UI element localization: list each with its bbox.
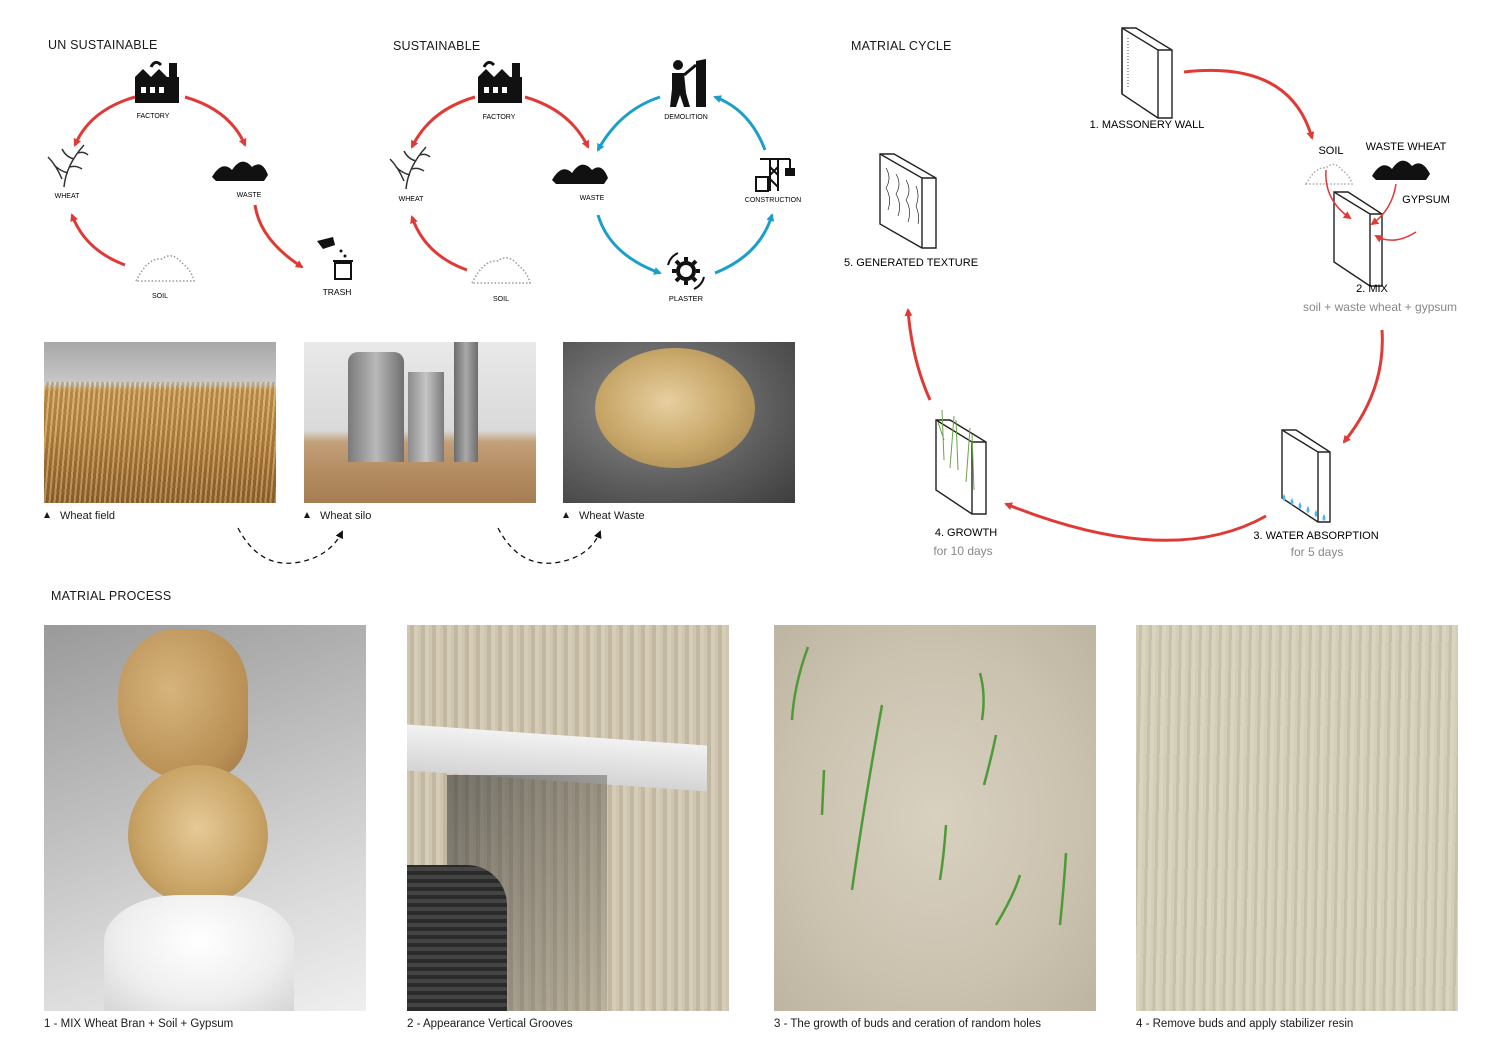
waste-icon bbox=[212, 161, 268, 181]
arrow-growth-to-texture bbox=[904, 308, 932, 401]
factory-icon bbox=[478, 60, 522, 103]
material-cycle-title: MATRIAL CYCLE bbox=[851, 39, 952, 53]
arrow-gypsum-in bbox=[1374, 231, 1417, 243]
arrow-factory-to-waste bbox=[184, 95, 247, 147]
gypsum-label: GYPSUM bbox=[1402, 194, 1450, 206]
arrow-wheat-in bbox=[1370, 183, 1397, 226]
triangle-icon bbox=[563, 512, 569, 518]
process-growth-photo bbox=[774, 625, 1096, 1011]
arrow-demolition-to-waste bbox=[596, 95, 661, 152]
waste-wheat-icon bbox=[1372, 160, 1430, 180]
wheat-waste-caption: Wheat Waste bbox=[563, 510, 645, 522]
unsustainable-title: UN SUSTAINABLE bbox=[48, 38, 158, 52]
process-grooves-photo bbox=[407, 625, 729, 1011]
dashed-arrow-field-to-silo bbox=[237, 527, 343, 564]
construction-label: CONSTRUCTION bbox=[745, 197, 801, 204]
factory-label: FACTORY bbox=[483, 114, 516, 121]
wheat-icon bbox=[47, 144, 89, 188]
factory-label: FACTORY bbox=[137, 113, 170, 120]
arrow-construction-to-demolition bbox=[713, 95, 767, 151]
arrow-soil-to-wheat bbox=[410, 215, 468, 272]
wheat-waste-photo bbox=[563, 342, 795, 503]
process-final-photo bbox=[1136, 625, 1458, 1011]
wheat-field-photo bbox=[44, 342, 276, 503]
factory-icon bbox=[135, 60, 179, 103]
construction-icon bbox=[755, 158, 795, 192]
sustainable-title: SUSTAINABLE bbox=[393, 39, 481, 53]
wheat-label: WHEAT bbox=[55, 193, 80, 200]
arrow-wall-to-mix bbox=[1183, 68, 1315, 140]
trash-icon bbox=[317, 237, 353, 280]
process-caption-1: 1 - MIX Wheat Bran + Soil + Gypsum bbox=[44, 1018, 234, 1030]
waste-wheat-label: WASTE WHEAT bbox=[1366, 141, 1447, 153]
wheat-silo-caption: Wheat silo bbox=[304, 510, 371, 522]
soil-icon bbox=[134, 255, 195, 282]
demolition-label: DEMOLITION bbox=[664, 114, 708, 121]
step2-label: 2. MIX bbox=[1356, 283, 1388, 295]
process-caption-3: 3 - The growth of buds and ceration of r… bbox=[774, 1018, 1042, 1030]
soil-label: SOIL bbox=[1318, 145, 1343, 157]
step3-sub: for 5 days bbox=[1291, 545, 1344, 559]
growth-box-icon bbox=[935, 419, 987, 515]
arrow-water-to-growth bbox=[1004, 502, 1267, 542]
arrow-wheat-to-factory bbox=[73, 95, 136, 147]
arrow-wheat-to-factory bbox=[410, 95, 476, 149]
arrow-soil-in bbox=[1325, 169, 1352, 220]
step4-sub: for 10 days bbox=[933, 544, 992, 558]
process-mix-photo bbox=[44, 625, 366, 1011]
triangle-icon bbox=[44, 512, 50, 518]
soil-icon bbox=[470, 257, 531, 284]
triangle-icon bbox=[304, 512, 310, 518]
mix-box-icon bbox=[1333, 191, 1383, 287]
dashed-arrow-silo-to-waste bbox=[497, 527, 602, 564]
soil-icon bbox=[1304, 163, 1353, 185]
water-box-icon bbox=[1281, 429, 1331, 523]
step3-label: 3. WATER ABSORPTION bbox=[1253, 530, 1378, 542]
waste-label: WASTE bbox=[580, 195, 605, 202]
texture-box-icon bbox=[879, 153, 937, 249]
arrow-waste-to-trash bbox=[253, 204, 304, 269]
trash-label: TRASH bbox=[323, 287, 352, 297]
waste-label: WASTE bbox=[237, 192, 262, 199]
material-cycle-diagram: 1. MASSONERY WALL SOIL WASTE WHEAT GYPSU… bbox=[844, 27, 1457, 559]
wheat-field-caption: Wheat field bbox=[44, 510, 115, 522]
process-caption-4: 4 - Remove buds and apply stabilizer res… bbox=[1136, 1018, 1354, 1030]
wheat-sprouts-icon bbox=[937, 409, 975, 491]
water-drops-icon bbox=[1282, 494, 1326, 521]
waste-icon bbox=[552, 164, 608, 184]
wheat-icon bbox=[389, 146, 431, 190]
process-caption-2: 2 - Appearance Vertical Grooves bbox=[407, 1018, 573, 1030]
arrow-factory-to-waste bbox=[524, 95, 590, 149]
plaster-gear-icon bbox=[667, 252, 705, 290]
arrow-soil-to-wheat bbox=[70, 213, 126, 267]
soil-label: SOIL bbox=[493, 296, 509, 303]
step2-sub: soil + waste wheat + gypsum bbox=[1303, 300, 1457, 314]
unsustainable-diagram: FACTORY WASTE WHEAT SOIL TRASH bbox=[47, 60, 353, 300]
wheat-label: WHEAT bbox=[399, 196, 424, 203]
soil-label: SOIL bbox=[152, 293, 168, 300]
masonry-wall-icon bbox=[1121, 27, 1173, 119]
step4-label: 4. GROWTH bbox=[935, 527, 997, 539]
arrow-mix-to-water bbox=[1342, 329, 1384, 444]
photo-connector-arrows bbox=[237, 527, 602, 564]
sustainable-diagram: FACTORY WASTE WHEAT SOIL DEMOLITION CONS… bbox=[389, 59, 801, 303]
arrow-waste-to-plaster bbox=[596, 214, 662, 275]
sprouts-drawing bbox=[790, 646, 1068, 926]
step5-label: 5. GENERATED TEXTURE bbox=[844, 257, 978, 269]
plaster-label: PLASTER bbox=[669, 294, 704, 303]
step1-label: 1. MASSONERY WALL bbox=[1090, 119, 1205, 131]
arrow-plaster-to-construction bbox=[714, 213, 775, 275]
wheat-silo-photo bbox=[304, 342, 536, 503]
demolition-icon bbox=[670, 59, 706, 107]
material-process-title: MATRIAL PROCESS bbox=[51, 589, 172, 603]
